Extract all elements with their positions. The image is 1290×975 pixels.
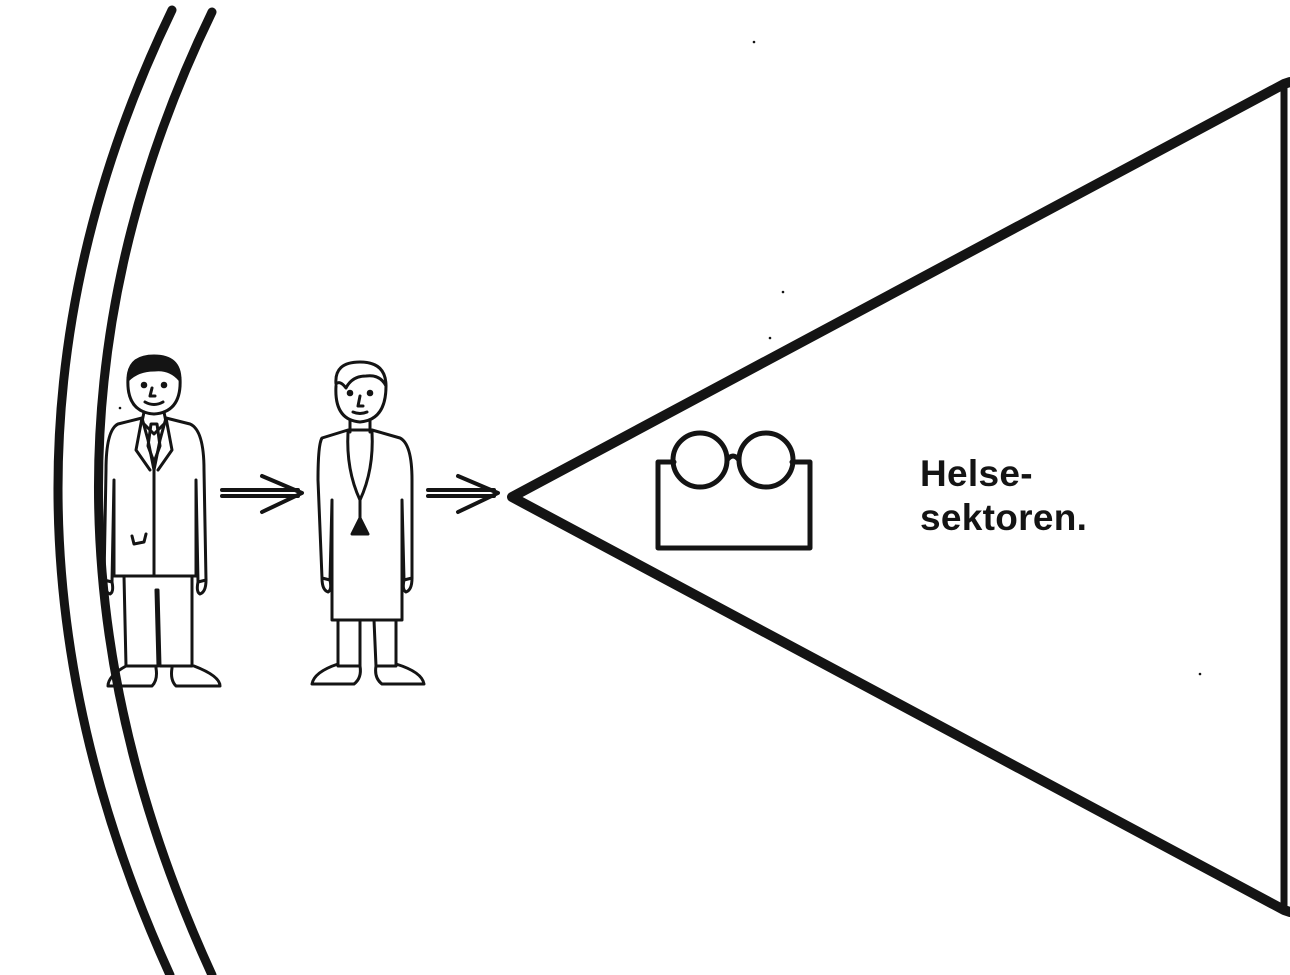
doctor-figure bbox=[310, 360, 426, 686]
businessman-figure bbox=[102, 354, 222, 688]
arrow-right-icon bbox=[220, 474, 304, 514]
sector-label: Helse- sektoren. bbox=[920, 452, 1087, 540]
boundary-arc bbox=[53, 5, 217, 975]
glasses-icon bbox=[655, 430, 813, 551]
sector-label-line1: Helse- bbox=[920, 453, 1033, 494]
scan-specks bbox=[118, 40, 1202, 676]
health-sector-wedge bbox=[507, 77, 1290, 917]
arrow-right-icon bbox=[426, 474, 500, 514]
sector-label-line2: sektoren. bbox=[920, 497, 1088, 538]
